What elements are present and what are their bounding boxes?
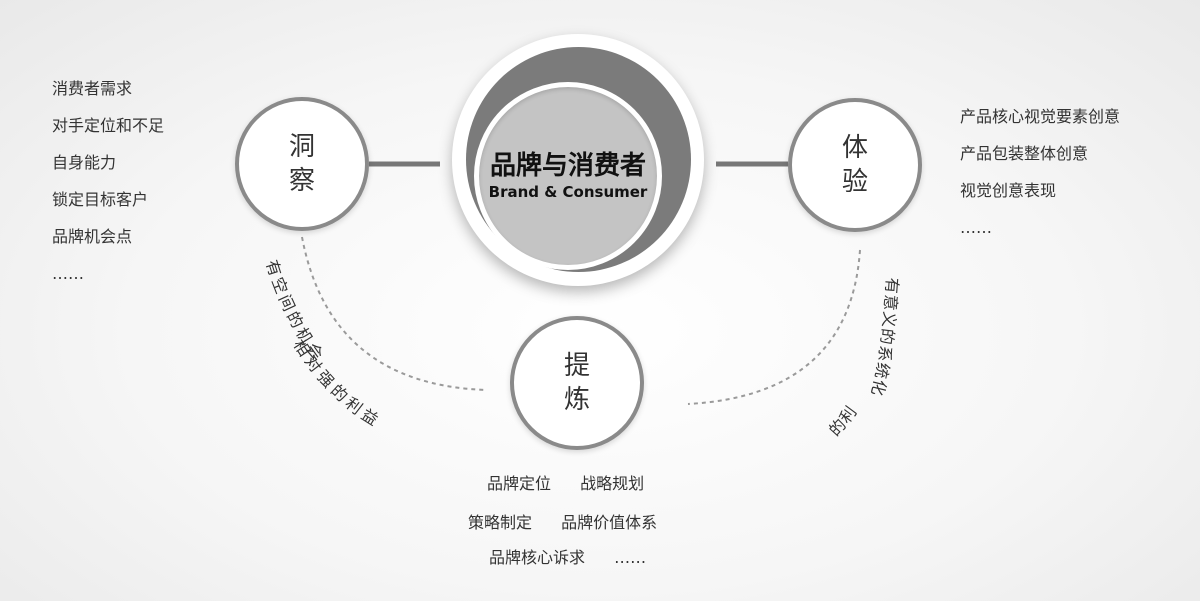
refine-item: 品牌核心诉求 — [489, 548, 586, 567]
node-char: 体 — [841, 133, 868, 163]
node-refine: 提 炼 — [510, 316, 644, 450]
center-subtitle: Brand & Consumer — [488, 183, 648, 201]
node-char: 洞 — [288, 132, 315, 162]
refine-row: 品牌核心诉求 …… — [489, 544, 646, 568]
insight-list: 消费者需求 对手定位和不足 自身能力 锁定目标客户 品牌机会点 …… — [52, 78, 164, 300]
refine-item: …… — [614, 548, 647, 567]
refine-row: 策略制定 品牌价值体系 — [468, 509, 657, 533]
refine-item: 战略规划 — [580, 474, 645, 493]
node-experience: 体 验 — [788, 98, 922, 232]
list-item: 产品核心视觉要素创意 — [960, 107, 1121, 126]
list-item: 对手定位和不足 — [52, 116, 165, 135]
refine-item: 策略制定 — [468, 513, 533, 532]
dashed-arc-left — [301, 236, 488, 391]
center-title: 品牌与消费者 — [489, 151, 646, 181]
refine-item: 品牌价值体系 — [561, 513, 658, 532]
list-item: 自身能力 — [52, 153, 117, 172]
refine-row: 品牌定位 战略规划 — [487, 470, 644, 494]
arc-label-left-inner: 相对强的利益 — [290, 336, 385, 432]
list-item: 消费者需求 — [52, 79, 133, 98]
list-item: 品牌机会点 — [52, 227, 133, 246]
dashed-arc-right — [687, 249, 861, 405]
node-char: 验 — [841, 167, 868, 197]
node-char: 炼 — [563, 385, 590, 415]
refine-item: 品牌定位 — [487, 474, 552, 493]
list-item: …… — [52, 264, 84, 283]
node-char: 提 — [563, 351, 590, 381]
list-item: …… — [960, 218, 992, 237]
arc-label-right-outer: 有意义的系统化 — [867, 277, 902, 399]
node-char: 察 — [288, 166, 315, 196]
list-item: 产品包装整体创意 — [960, 144, 1089, 163]
node-insight: 洞 察 — [235, 97, 369, 231]
experience-list: 产品核心视觉要素创意 产品包装整体创意 视觉创意表现 …… — [960, 106, 1120, 254]
list-item: 锁定目标客户 — [52, 190, 149, 209]
center-core: 品牌与消费者 Brand & Consumer — [474, 82, 662, 270]
list-item: 视觉创意表现 — [960, 181, 1057, 200]
